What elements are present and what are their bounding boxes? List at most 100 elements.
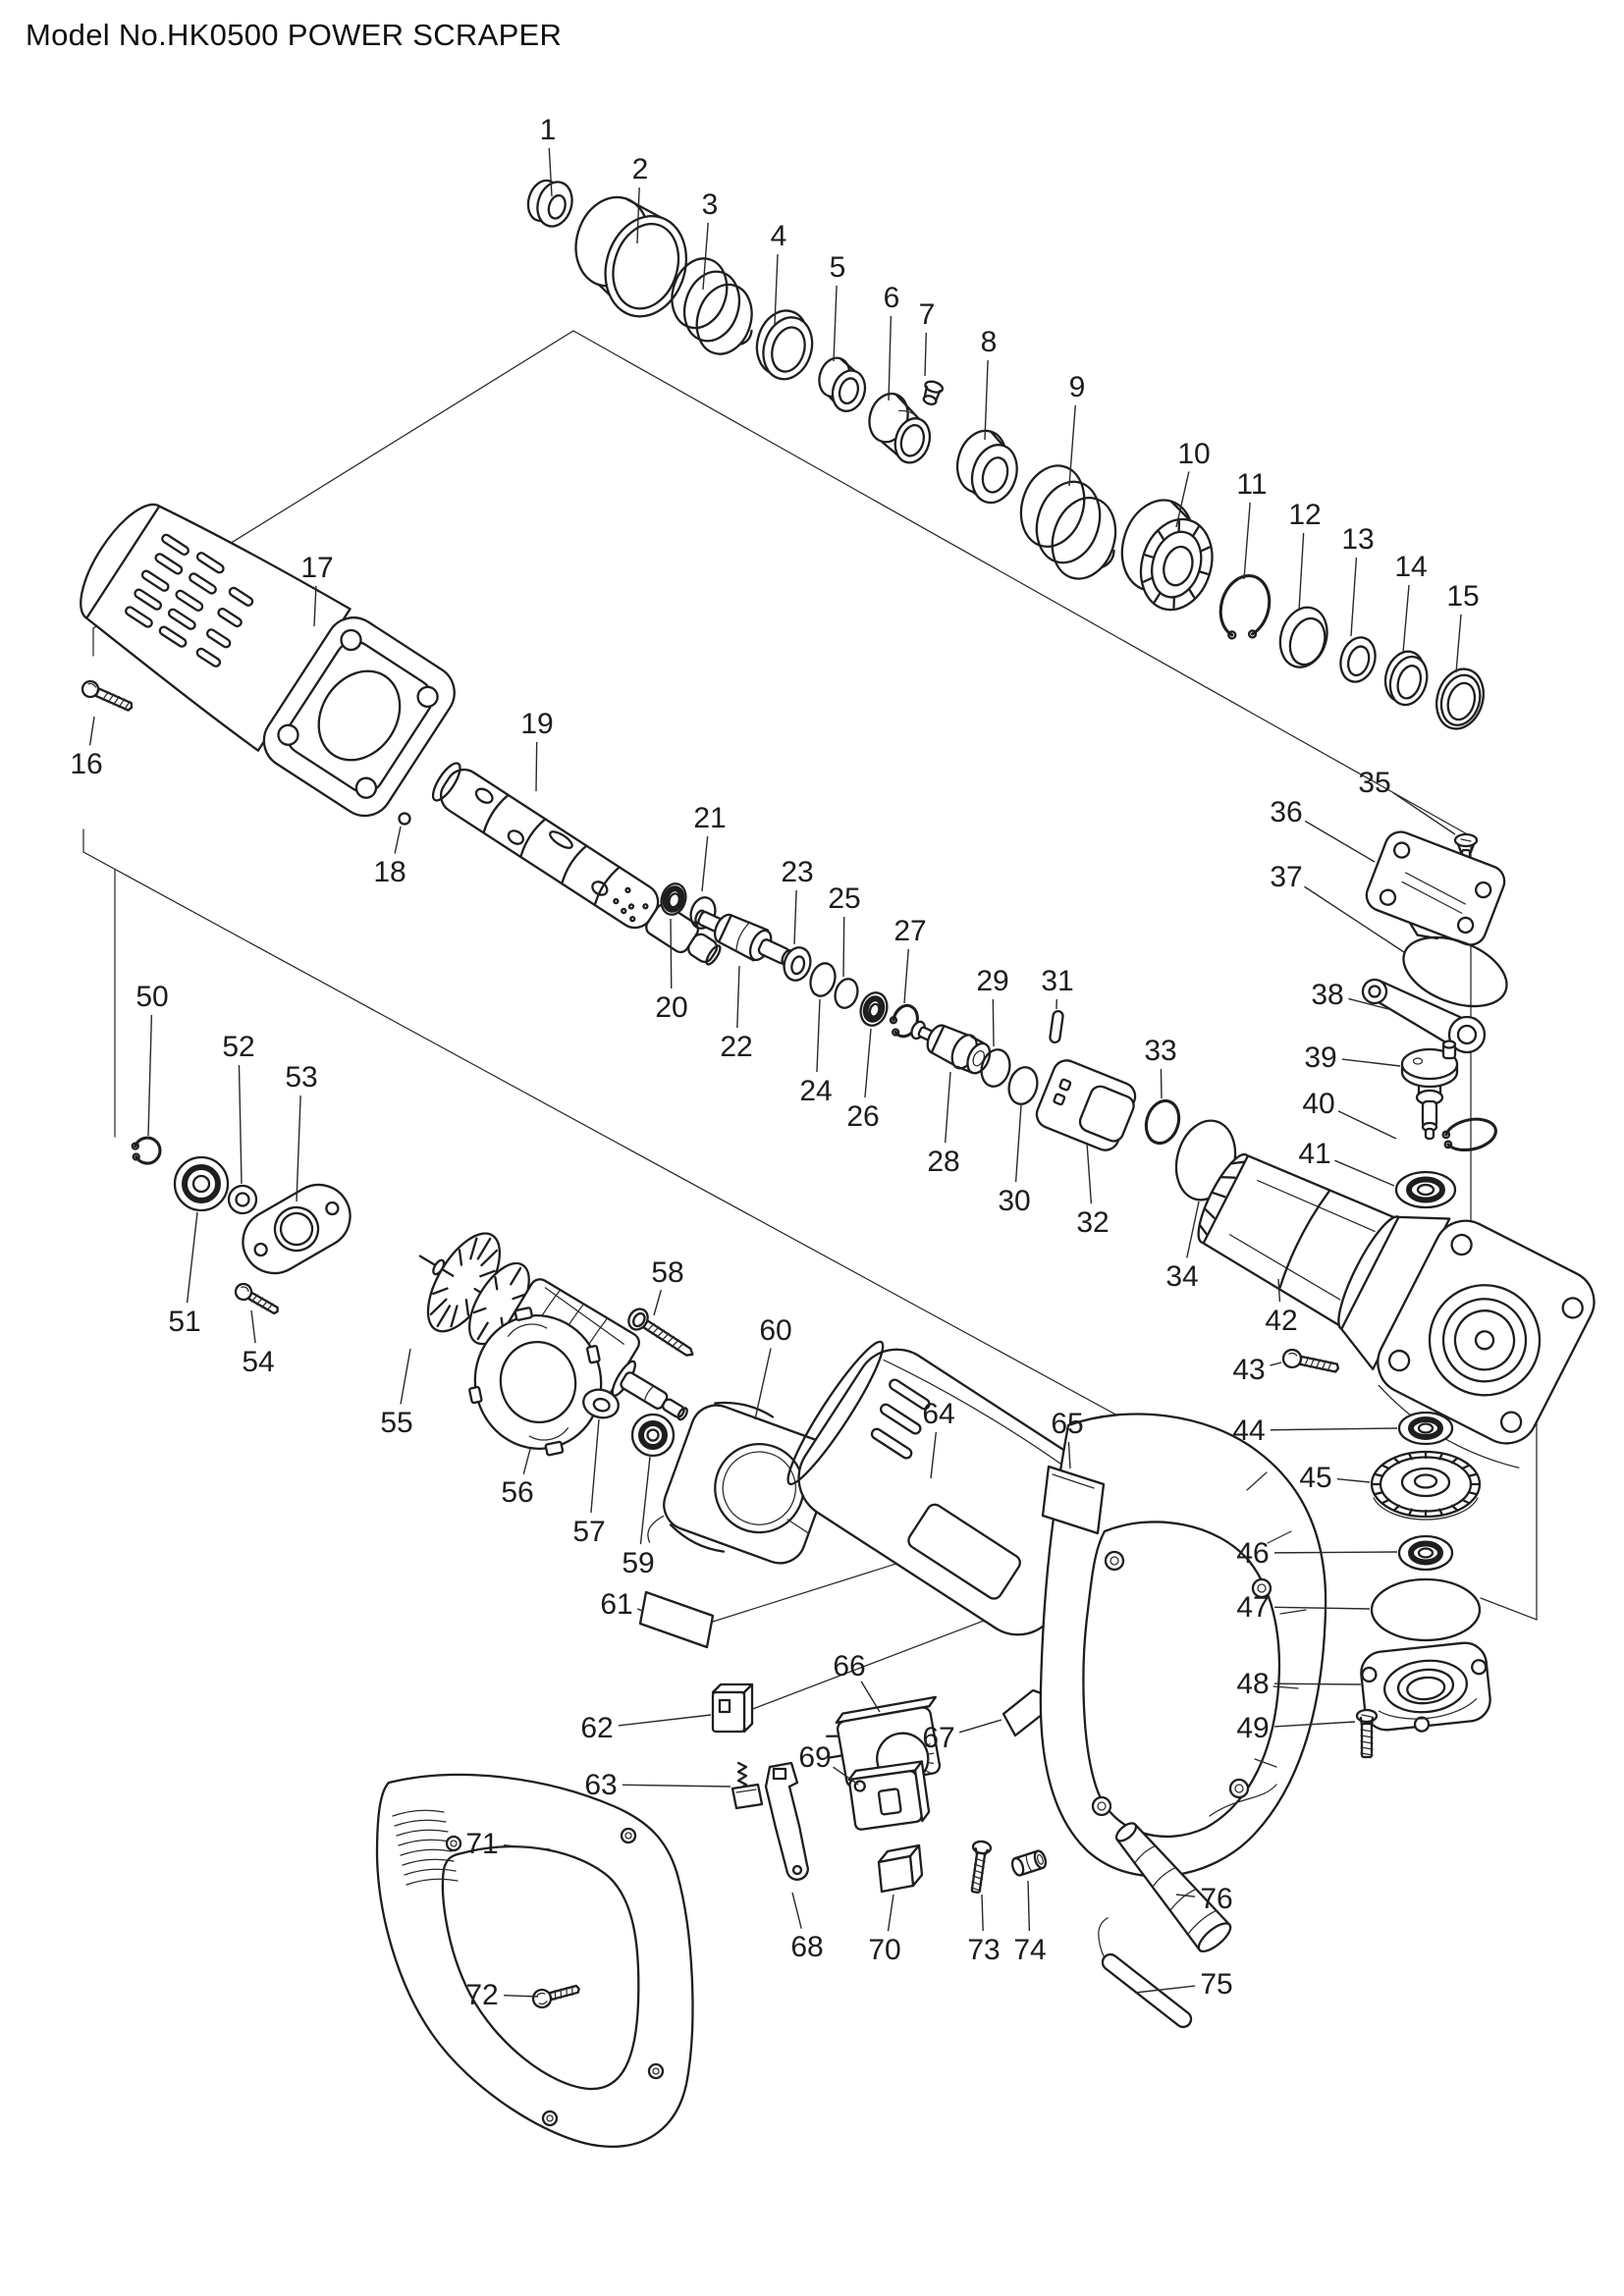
callout-48: 48 <box>1236 1668 1269 1700</box>
part-54-screw <box>234 1282 279 1315</box>
part-6-cylinder <box>868 392 932 464</box>
part-10-bearing-retainer <box>1120 499 1214 612</box>
part-31-pin <box>1049 1009 1064 1044</box>
callout-4-leader <box>774 253 779 325</box>
callout-37-leader <box>1304 885 1405 953</box>
callout-66: 66 <box>833 1650 865 1682</box>
callout-62: 62 <box>580 1712 613 1744</box>
part-44-ball-bearing <box>1397 1411 1454 1446</box>
part-46-ball-bearing <box>1397 1534 1454 1572</box>
callout-57: 57 <box>572 1516 605 1548</box>
callout-20-leader <box>670 918 673 989</box>
callout-75: 75 <box>1200 1968 1232 2001</box>
callout-1-leader <box>548 147 553 197</box>
part-60-field-stator <box>647 1401 871 1565</box>
callout-61-leader <box>636 1608 643 1612</box>
callout-45-leader <box>1336 1478 1371 1483</box>
callout-67-leader <box>958 1719 1002 1734</box>
callout-54-leader <box>250 1309 256 1344</box>
part-12-ring <box>1278 606 1328 668</box>
part-17-front-housing <box>80 503 456 818</box>
callout-63: 63 <box>584 1769 617 1801</box>
callout-44: 44 <box>1232 1415 1265 1447</box>
part-65-name-plate <box>1041 1465 1106 1535</box>
callout-22-leader <box>736 965 740 1029</box>
callout-8-leader <box>984 359 989 441</box>
part-70-terminal-block <box>877 1843 924 1894</box>
callout-73-leader <box>981 1894 984 1932</box>
callout-65-leader <box>1067 1441 1071 1469</box>
callout-24-leader <box>816 998 821 1073</box>
callout-3-leader <box>702 222 709 291</box>
callout-28-leader <box>944 1071 951 1144</box>
part-33-o-ring <box>1144 1098 1181 1146</box>
callout-58-leader <box>653 1289 663 1316</box>
callout-29-leader <box>992 998 995 1047</box>
callout-72-leader <box>503 1994 539 1998</box>
callout-21-leader <box>701 835 709 892</box>
part-43-screw <box>1281 1348 1340 1373</box>
part-40-retaining-ring <box>1441 1117 1497 1151</box>
callout-52-leader <box>238 1064 243 1185</box>
part-72-screw <box>531 1984 580 2009</box>
callout-8: 8 <box>981 326 998 358</box>
callout-53: 53 <box>285 1061 317 1094</box>
callout-1: 1 <box>540 114 557 146</box>
callout-69-leader <box>833 1766 859 1786</box>
part-20-bearing-ring <box>660 882 687 916</box>
callout-13: 13 <box>1341 523 1374 556</box>
callout-9: 9 <box>1069 371 1086 403</box>
callout-21: 21 <box>693 802 726 834</box>
callout-53-leader <box>296 1095 301 1202</box>
callout-12: 12 <box>1288 499 1321 531</box>
callout-58: 58 <box>651 1256 683 1289</box>
callout-74: 74 <box>1013 1934 1046 1966</box>
callout-36: 36 <box>1270 796 1302 828</box>
callout-16: 16 <box>70 748 102 780</box>
callout-45: 45 <box>1299 1462 1331 1494</box>
callout-76: 76 <box>1200 1883 1232 1915</box>
part-11-snap-ring <box>1218 574 1272 640</box>
part-27-snap-ring <box>889 1003 919 1039</box>
callout-2-leader <box>636 187 640 244</box>
callout-19: 19 <box>520 708 553 740</box>
callout-34-leader <box>1186 1201 1200 1258</box>
part-37-gasket <box>1402 935 1508 1008</box>
part-18-steel-ball <box>398 812 411 826</box>
assembly-axis-lines <box>82 330 1538 1711</box>
callout-36-leader <box>1304 820 1376 863</box>
callout-71-leader <box>503 1843 551 1850</box>
callout-57-leader <box>590 1418 600 1514</box>
callout-18: 18 <box>373 856 406 888</box>
callout-68: 68 <box>790 1931 823 1963</box>
callout-40-leader <box>1337 1110 1397 1140</box>
part-48-bearing-cover <box>1360 1641 1491 1733</box>
callout-71: 71 <box>465 1828 498 1860</box>
callout-47: 47 <box>1236 1591 1269 1624</box>
part-62-brush-holder <box>711 1682 754 1734</box>
callout-62-leader <box>618 1714 712 1727</box>
callout-20: 20 <box>655 991 687 1024</box>
callout-54: 54 <box>242 1346 274 1378</box>
callout-64-leader <box>930 1431 938 1479</box>
callout-65: 65 <box>1051 1408 1083 1440</box>
callout-33: 33 <box>1144 1035 1176 1067</box>
callout-17-leader <box>313 585 317 627</box>
part-30-o-ring <box>1007 1066 1039 1105</box>
callout-18-leader <box>394 826 402 854</box>
page-title: Model No.HK0500 POWER SCRAPER <box>26 18 563 52</box>
callout-59-leader <box>639 1456 651 1545</box>
callout-66-leader <box>860 1681 881 1713</box>
part-13-ring <box>1339 636 1377 683</box>
part-32-cylinder-block <box>1035 1059 1137 1151</box>
callout-35: 35 <box>1358 767 1390 799</box>
callout-72: 72 <box>465 1979 498 2011</box>
callout-63-leader <box>622 1784 731 1788</box>
callout-74-leader <box>1027 1880 1031 1932</box>
callout-11-leader <box>1243 502 1251 580</box>
part-19-tool-holder <box>431 762 722 966</box>
callout-16-leader <box>88 716 95 746</box>
part-29-o-ring <box>980 1048 1011 1088</box>
callout-25-leader <box>842 916 845 978</box>
